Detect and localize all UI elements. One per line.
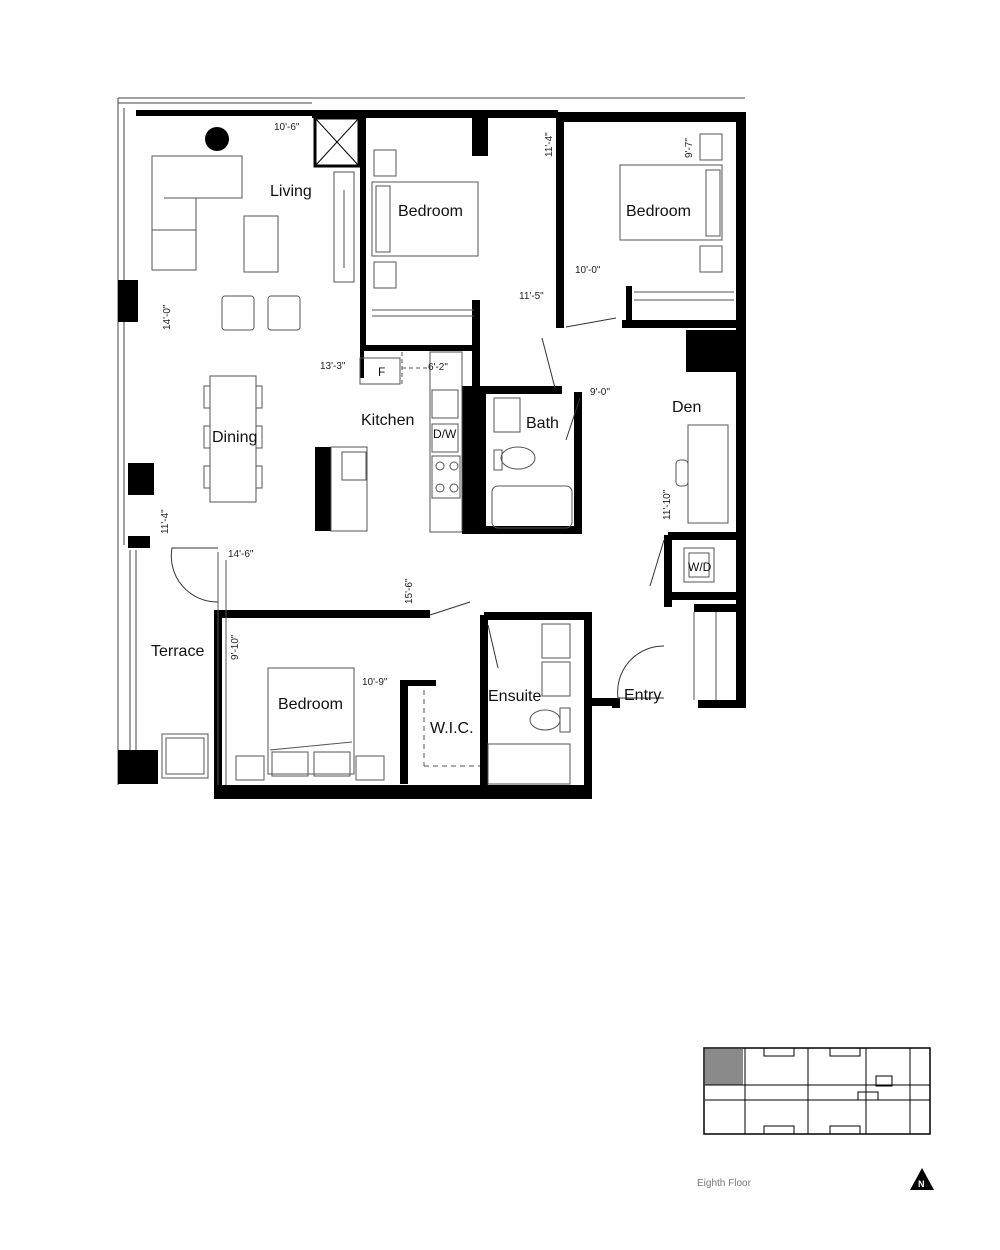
room-terrace: Terrace <box>151 643 204 660</box>
north-arrow-icon <box>910 1168 934 1190</box>
dim-hall-depth: 15'-6" <box>404 578 415 604</box>
dim-dining-width: 14'-6" <box>228 549 254 560</box>
dim-dining-depth: 11'-4" <box>160 509 171 534</box>
key-plan: Eighth Floor N <box>697 1047 934 1190</box>
fridge-label: F <box>378 365 385 379</box>
north-label: N <box>918 1179 925 1189</box>
dishwasher-label: D/W <box>433 427 457 441</box>
furniture <box>151 133 734 785</box>
room-bedroom-a: Bedroom <box>398 203 463 220</box>
walls <box>118 110 746 799</box>
dim-bedroom-c-depth: 9'-10" <box>230 634 241 660</box>
key-plan-highlight <box>705 1049 743 1085</box>
dim-kitchen-width: 13'-3" <box>320 361 346 372</box>
dim-living-depth: 14'-0" <box>162 304 173 330</box>
dim-bedroom-c-width: 10'-9" <box>362 677 388 688</box>
room-bath: Bath <box>526 415 559 432</box>
dim-bath-width: 9'-0" <box>590 387 610 398</box>
dim-bedroom-a-width: 11'-5" <box>519 291 544 302</box>
room-entry: Entry <box>624 687 661 704</box>
dimension-labels: 10'-6" 11'-4" 11'-5" 9'-7" 10'-0" 14'-0"… <box>160 122 695 688</box>
washer-dryer-label: W/D <box>688 560 712 574</box>
room-dining: Dining <box>212 429 257 446</box>
dim-bedroom-a-depth: 11'-4" <box>544 132 555 157</box>
dim-bedroom-b-depth: 9'-7" <box>684 138 695 158</box>
doors <box>170 317 665 699</box>
room-kitchen: Kitchen <box>361 412 414 429</box>
dim-den-depth: 11'-10" <box>662 489 673 520</box>
room-bedroom-c: Bedroom <box>278 696 343 713</box>
dim-bedroom-b-width: 10'-0" <box>575 265 601 276</box>
fixture-labels: F D/W W/D <box>378 365 712 574</box>
room-ensuite: Ensuite <box>488 688 541 705</box>
room-living: Living <box>270 183 312 200</box>
room-wic: W.I.C. <box>430 720 474 737</box>
room-labels: Living Bedroom Bedroom Kitchen Dining Ba… <box>151 183 701 737</box>
floor-name-label: Eighth Floor <box>697 1178 752 1189</box>
duct-shafts <box>313 116 736 372</box>
dim-kitchen-depth: 6'-2" <box>428 362 448 373</box>
column <box>205 127 229 151</box>
dim-living-width: 10'-6" <box>274 122 300 133</box>
room-bedroom-b: Bedroom <box>626 203 691 220</box>
window-frames <box>117 97 745 785</box>
room-den: Den <box>672 399 701 416</box>
